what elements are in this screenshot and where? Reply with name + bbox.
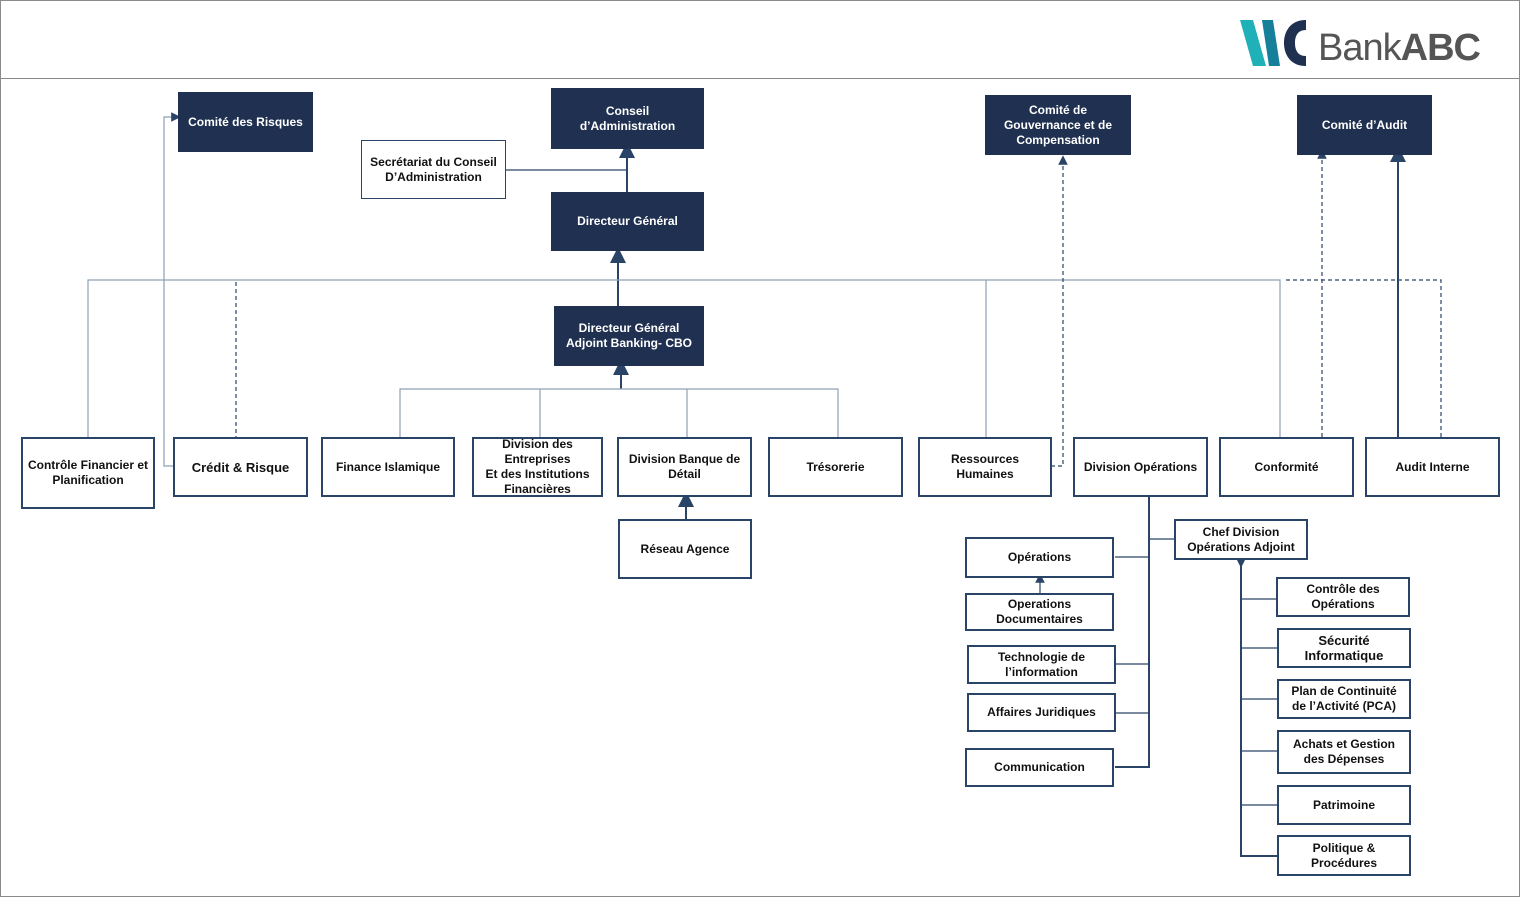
box-reseau-agence-label: Réseau Agence <box>640 541 730 556</box>
header-divider <box>1 78 1519 79</box>
box-conformite: Conformité <box>1219 437 1354 497</box>
box-chef-division-label: Chef Division Opérations Adjoint <box>1187 524 1295 554</box>
box-chef-division: Chef Division Opérations Adjoint <box>1174 519 1308 560</box>
box-securite-label: Sécurité Informatique <box>1304 633 1384 663</box>
box-finance-islamique: Finance Islamique <box>321 437 455 497</box>
box-comite-audit: Comité d’Audit <box>1297 95 1432 155</box>
box-secretariat-label: Secrétariat du Conseil D’Administration <box>370 154 497 184</box>
logo-word-bank: Bank <box>1318 27 1402 69</box>
box-technologie-information: Technologie de l’information <box>967 645 1116 684</box>
box-comite-gouvernance: Comité de Gouvernance et de Compensation <box>985 95 1131 155</box>
box-operations-doc-label: Operations Documentaires <box>996 597 1083 626</box>
box-division-entreprises: Division des Entreprises Et des Institut… <box>472 437 603 497</box>
box-achats-label: Achats et Gestion des Dépenses <box>1292 737 1396 766</box>
box-comite-audit-label: Comité d’Audit <box>1321 117 1408 132</box>
box-comite-risques-label: Comité des Risques <box>188 114 303 129</box>
box-rh-label: Ressources Humaines <box>950 452 1020 481</box>
box-communication-label: Communication <box>994 760 1085 774</box>
box-politique-procedures: Politique & Procédures <box>1277 835 1411 876</box>
box-tresorerie: Trésorerie <box>768 437 903 497</box>
box-directeur-general: Directeur Général <box>551 192 704 251</box>
box-credit-risque: Crédit & Risque <box>173 437 308 497</box>
logo-word-abc: ABC <box>1400 27 1481 69</box>
box-audit-interne-label: Audit Interne <box>1395 459 1470 474</box>
box-directeur-general-adjoint: Directeur Général Adjoint Banking- CBO <box>554 306 704 366</box>
box-operations-documentaires: Operations Documentaires <box>965 593 1114 631</box>
box-communication: Communication <box>965 748 1114 787</box>
box-division-operations-label: Division Opérations <box>1083 459 1198 474</box>
box-gouvernance-label: Comité de Gouvernance et de Compensation <box>1003 102 1113 147</box>
box-secretariat: Secrétariat du Conseil D’Administration <box>361 140 506 199</box>
box-achats: Achats et Gestion des Dépenses <box>1277 730 1411 774</box>
box-audit-interne: Audit Interne <box>1365 437 1500 497</box>
box-conformite-label: Conformité <box>1254 459 1319 474</box>
box-dg-label: Directeur Général <box>577 214 678 228</box>
box-comite-risques: Comité des Risques <box>178 92 313 152</box>
box-division-operations: Division Opérations <box>1073 437 1208 497</box>
box-controle-financier: Contrôle Financier et Planification <box>21 437 155 509</box>
box-technologie-label: Technologie de l’information <box>997 649 1086 679</box>
box-dga-label: Directeur Général Adjoint Banking- CBO <box>566 321 692 350</box>
box-controle-operations: Contrôle des Opérations <box>1276 577 1410 617</box>
box-banque-detail-label: Division Banque de Détail <box>628 452 741 481</box>
box-conseil-administration: Conseil d’Administration <box>551 88 704 149</box>
logo-mark-icon <box>1240 20 1306 66</box>
box-operations-label: Opérations <box>1007 550 1072 564</box>
box-patrimoine: Patrimoine <box>1277 785 1411 825</box>
box-politique-label: Politique & Procédures <box>1310 840 1378 870</box>
box-securite-informatique: Sécurité Informatique <box>1277 628 1411 668</box>
logo-wordmark: BankABC <box>1318 26 1481 70</box>
box-reseau-agence: Réseau Agence <box>618 519 752 579</box>
box-division-entreprises-label: Division des Entreprises Et des Institut… <box>485 437 590 496</box>
box-conseil-label: Conseil d’Administration <box>579 103 676 133</box>
box-affaires-juridiques: Affaires Juridiques <box>967 693 1116 732</box>
box-affaires-juridiques-label: Affaires Juridiques <box>987 705 1096 719</box>
box-controle-operations-label: Contrôle des Opérations <box>1306 582 1380 611</box>
box-division-banque-detail: Division Banque de Détail <box>617 437 752 497</box>
box-finance-islamique-label: Finance Islamique <box>335 459 441 474</box>
box-tresorerie-label: Trésorerie <box>806 459 865 474</box>
box-patrimoine-label: Patrimoine <box>1312 797 1375 812</box>
box-operations: Opérations <box>965 537 1114 578</box>
box-pca-label: Plan de Continuité de l’Activité (PCA) <box>1291 684 1397 713</box>
box-controle-financier-label: Contrôle Financier et Planification <box>27 458 149 487</box>
box-pca: Plan de Continuité de l’Activité (PCA) <box>1277 679 1411 719</box>
box-ressources-humaines: Ressources Humaines <box>918 437 1052 497</box>
box-credit-risque-label: Crédit & Risque <box>191 459 290 475</box>
